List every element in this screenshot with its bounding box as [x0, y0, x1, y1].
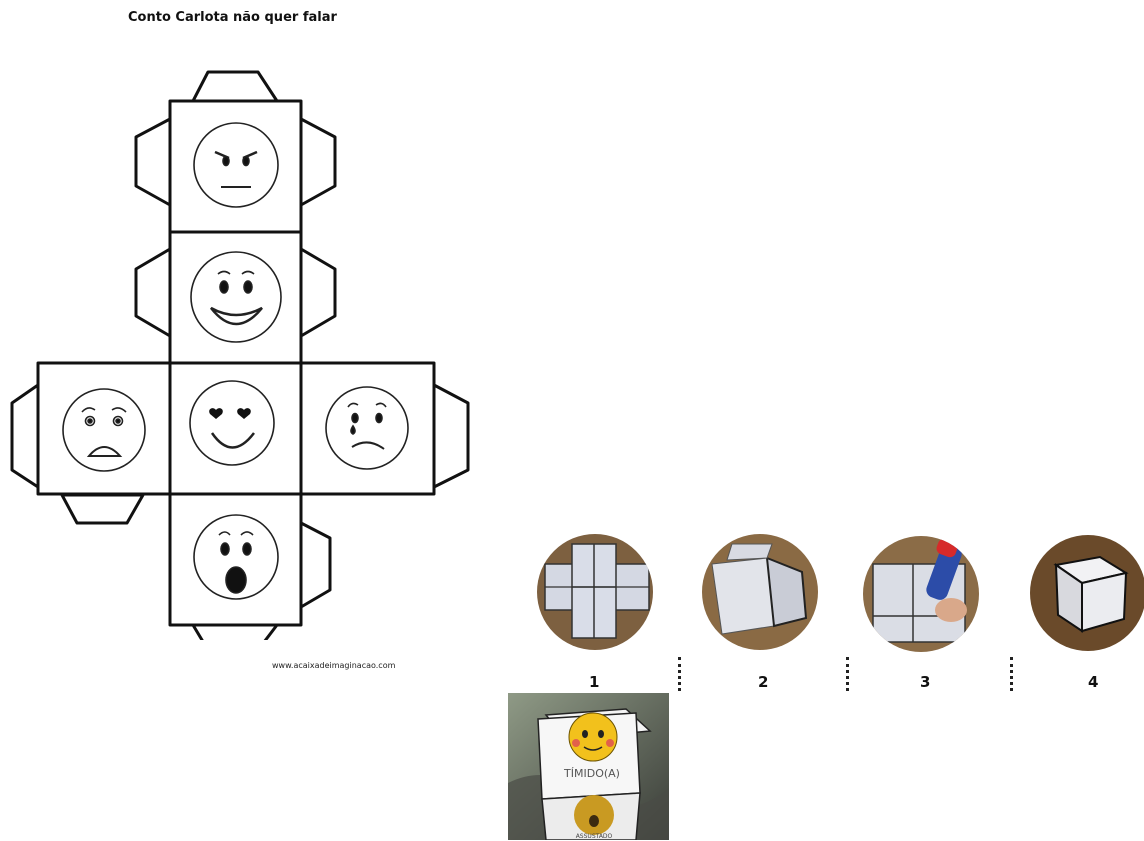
net-face [168, 230, 303, 365]
surprised-face-icon [193, 514, 279, 600]
cube-label-bottom: ASSUSTADO [576, 833, 613, 840]
step-separator [678, 657, 681, 691]
crying-face-icon [325, 386, 409, 470]
smiling-face-icon [190, 251, 282, 343]
net-face [168, 99, 303, 234]
step-number-1: 1 [589, 673, 600, 691]
net-tab [299, 117, 337, 207]
page-title: Conto Carlota não quer falar [128, 10, 337, 25]
net-face [168, 492, 303, 627]
net-face [299, 361, 436, 496]
net-face [36, 361, 172, 496]
net-tab [432, 383, 470, 489]
website-url: www.acaixadeimaginacao.com [272, 661, 396, 670]
step-number-3: 3 [920, 673, 931, 691]
folding-paper-photo [702, 534, 818, 650]
step-separator [846, 657, 849, 691]
net-tab [10, 383, 40, 489]
net-tab [299, 521, 332, 609]
net-tab [60, 493, 145, 525]
unfolded-paper-net-photo [537, 534, 653, 650]
step-number-4: 4 [1088, 673, 1099, 691]
emotion-cube-photo: TÍMIDO(A) ASSUSTADO [508, 693, 669, 840]
net-face [168, 361, 303, 496]
step-separator [1010, 657, 1013, 691]
net-tab [134, 117, 172, 207]
net-tab [191, 70, 279, 103]
finished-cube-photo [1030, 535, 1144, 651]
cube-net [10, 70, 470, 640]
step-number-2: 2 [758, 673, 769, 691]
heart-eyes-face-icon [189, 380, 275, 466]
glue-stick-photo [863, 536, 979, 652]
net-tab [299, 247, 337, 338]
net-tab [191, 623, 279, 640]
net-tab [134, 247, 172, 338]
sad-face-icon [62, 388, 146, 472]
angry-face-icon [193, 122, 279, 208]
cube-label-top: TÍMIDO(A) [563, 767, 620, 780]
